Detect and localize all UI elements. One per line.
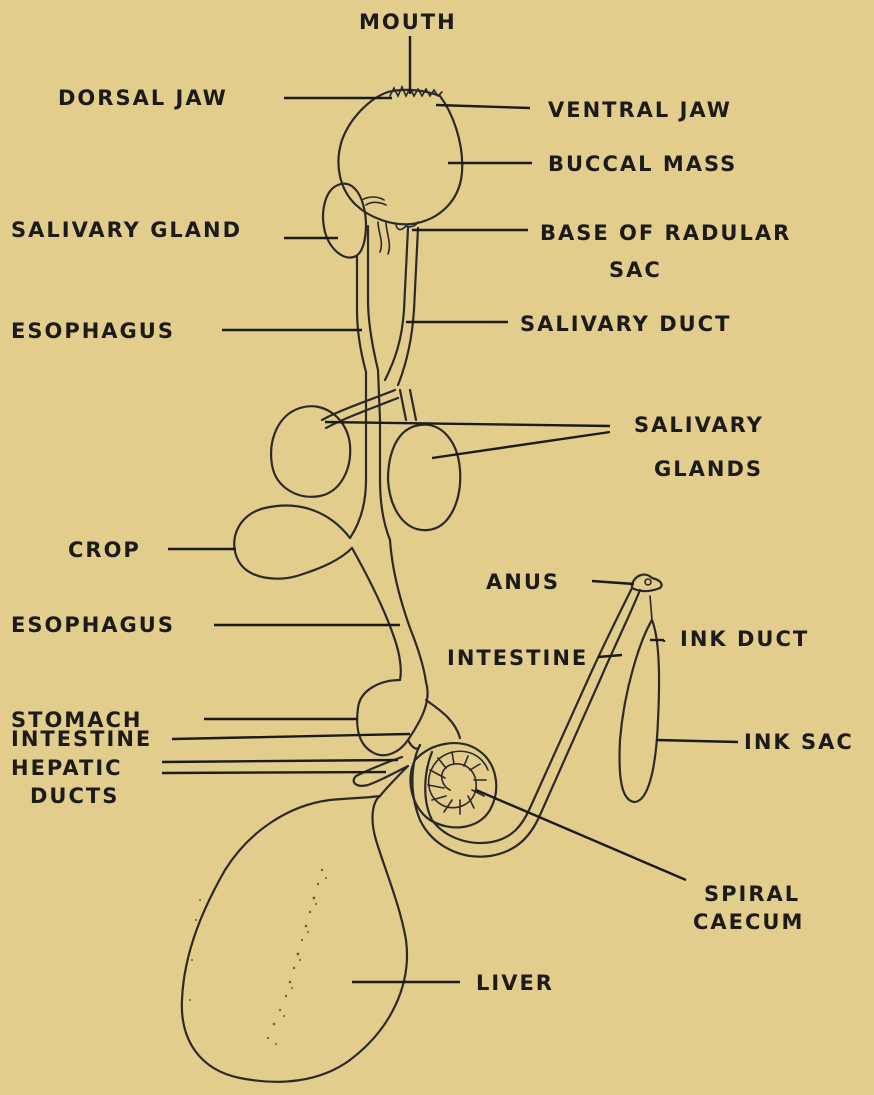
label-ink-duct: INK DUCT: [680, 627, 809, 651]
label-esophagus-lower: ESOPHAGUS: [11, 613, 175, 637]
intestine-loop: [412, 588, 640, 857]
label-salivary-glands-line1: SALIVARY: [634, 413, 764, 437]
stomach-outline: [357, 680, 427, 755]
salivary-gland-stalk: [362, 197, 386, 205]
label-mouth: MOUTH: [359, 10, 457, 34]
salivary-gland-left: [271, 406, 350, 497]
esophagus-lower: [352, 540, 426, 682]
label-intestine-left: INTESTINE: [11, 727, 152, 751]
upper-salivary-gland: [323, 184, 366, 258]
leader-salivary-glands-b: [432, 432, 610, 458]
leader-ventral-jaw: [436, 105, 530, 108]
radular-sac-base: [378, 222, 418, 254]
hepatic-ducts: [354, 757, 408, 796]
label-salivary-duct: SALIVARY DUCT: [520, 312, 731, 336]
label-esophagus-upper: ESOPHAGUS: [11, 319, 175, 343]
leader-ink-sac: [656, 740, 738, 742]
label-spiral-caecum-line1: SPIRAL: [704, 882, 800, 906]
leader-hepatic-b: [162, 772, 386, 773]
label-base-of-radular-sac-line1: BASE OF RADULAR: [540, 221, 791, 245]
label-buccal-mass: BUCCAL MASS: [548, 152, 737, 176]
leader-hepatic-a: [162, 760, 398, 762]
stomach-to-intestine: [408, 700, 460, 749]
label-crop: CROP: [68, 538, 141, 562]
label-spiral-caecum-line2: CAECUM: [693, 910, 804, 934]
label-salivary-gland: SALIVARY GLAND: [11, 218, 242, 242]
leader-anus: [592, 581, 634, 584]
leader-salivary-glands-a: [325, 422, 610, 426]
label-hepatic-ducts-line2: DUCTS: [30, 784, 119, 808]
anus-opening: [632, 575, 662, 591]
ink-sac-outline: [620, 620, 660, 802]
label-hepatic-ducts-line1: HEPATIC: [11, 756, 123, 780]
ink-duct: [650, 596, 652, 620]
label-dorsal-jaw: DORSAL JAW: [58, 86, 228, 110]
label-liver: LIVER: [476, 971, 554, 995]
salivary-gland-right: [388, 425, 460, 530]
label-intestine-right: INTESTINE: [447, 646, 588, 670]
esophagus-upper: [350, 226, 390, 540]
leader-intestine-left: [172, 734, 410, 739]
label-anus: ANUS: [486, 570, 560, 594]
liver-stipple: [189, 869, 327, 1045]
crop-outline: [234, 506, 352, 579]
leader-intestine-right: [598, 655, 622, 657]
label-ventral-jaw: VENTRAL JAW: [548, 98, 732, 122]
label-salivary-glands-line2: GLANDS: [654, 457, 763, 481]
label-base-of-radular-sac-line2: SAC: [609, 258, 662, 282]
anus-pore: [645, 579, 651, 585]
liver-outline: [182, 796, 407, 1082]
buccal-mass-outline: [338, 90, 462, 224]
label-ink-sac: INK SAC: [744, 730, 854, 754]
